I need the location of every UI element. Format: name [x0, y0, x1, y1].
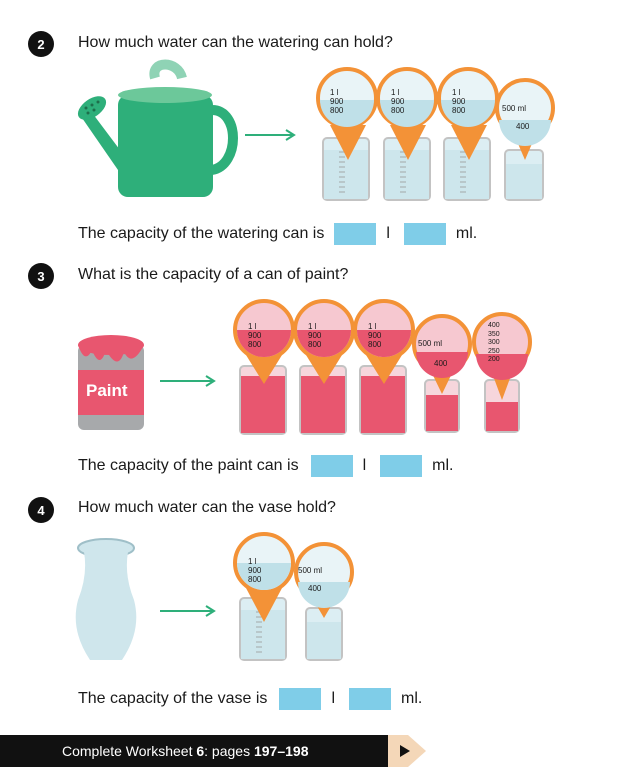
millilitres-answer-box[interactable] [380, 455, 423, 477]
litres-answer-box[interactable] [334, 223, 377, 245]
millilitres-answer-box[interactable] [349, 688, 391, 710]
paint-magnifier-5 [472, 312, 532, 400]
watering-can-image [77, 59, 238, 197]
worksheet-footer: Complete Worksheet 6: pages 197–198 [0, 735, 392, 767]
litres-answer-box[interactable] [279, 688, 322, 710]
answer-line-2: The capacity of the watering can is l ml… [78, 223, 477, 245]
question-number-4: 4 [28, 497, 54, 523]
paint-magnifier-1 [233, 299, 295, 384]
question-2-text: How much water can the watering can hold… [78, 34, 393, 51]
question-4-text: How much water can the vase hold? [78, 499, 336, 516]
magnifier-1 [316, 67, 378, 160]
question-number-2: 2 [28, 31, 54, 57]
litres-answer-box[interactable] [310, 455, 353, 477]
arrow-icon [160, 375, 216, 387]
vase-magnifier-1 [233, 532, 295, 622]
paint-can-label: Paint [86, 381, 128, 400]
millilitres-answer-box[interactable] [403, 223, 446, 245]
arrow-icon [160, 605, 216, 617]
arrow-icon [245, 129, 296, 141]
footer-text: Complete Worksheet 6: pages 197–198 [62, 743, 309, 759]
vase-image [75, 538, 137, 660]
paint-magnifier-2 [293, 299, 355, 384]
magnifier-3 [437, 67, 499, 160]
footer-arrow-icon [388, 735, 426, 767]
question-3-text: What is the capacity of a can of paint? [78, 266, 349, 283]
answer-line-3: The capacity of the paint can is l ml. [78, 455, 453, 477]
magnifier-2 [376, 67, 438, 160]
answer-line-4: The capacity of the vase is l ml. [78, 688, 422, 710]
paint-magnifier-3 [353, 299, 415, 384]
question-number-3: 3 [28, 263, 54, 289]
